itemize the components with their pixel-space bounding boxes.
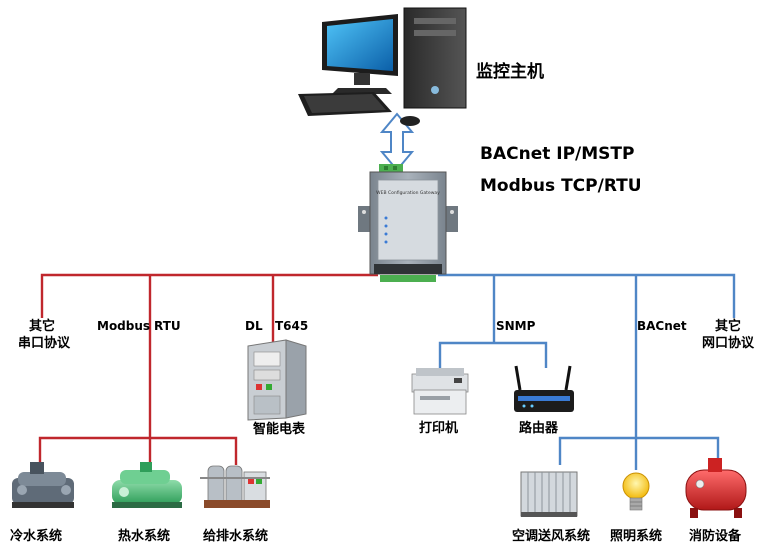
other-net-label-line1: 其它 (715, 318, 741, 334)
protocol-label-bacnet: BACnet IP/MSTP (480, 144, 634, 164)
snmp-label: SNMP (496, 319, 536, 333)
printer-label: 打印机 (419, 420, 458, 436)
hot-water-unit-icon (112, 462, 182, 508)
router-label: 路由器 (519, 420, 559, 436)
t645-label: T645 (275, 319, 308, 333)
cold-water-label: 冷水系统 (10, 528, 62, 544)
lighting-label: 照明系统 (610, 528, 662, 544)
dl-label: DL (245, 319, 263, 333)
other-serial-label-line2: 串口协议 (18, 335, 71, 351)
fire-equipment-label: 消防设备 (689, 528, 742, 544)
serial-bus-lines (38, 273, 378, 475)
hvac-label: 空调送风系统 (512, 528, 590, 544)
water-supply-pump-icon (200, 465, 270, 508)
monitor-host-computer-icon (298, 7, 467, 126)
smart-meter-label: 智能电表 (253, 421, 306, 437)
rtu-label: RTU (154, 319, 181, 333)
smart-meter-cabinet-icon (247, 339, 307, 421)
hot-water-label: 热水系统 (118, 528, 170, 544)
printer-icon (411, 368, 469, 415)
bacnet-label: BACnet (637, 319, 687, 333)
modbus-label: Modbus (97, 319, 150, 333)
gateway-device-icon (358, 164, 458, 282)
fire-equipment-tank-icon (685, 458, 747, 518)
other-net-label-line2: 网口协议 (702, 335, 755, 351)
protocol-label-modbus: Modbus TCP/RTU (480, 176, 642, 196)
water-supply-label: 给排水系统 (203, 528, 268, 544)
gateway-panel-text: WEB Configuration Gateway (376, 190, 440, 196)
hvac-air-supply-icon (520, 471, 578, 517)
network-bus-lines (438, 273, 736, 470)
router-icon (514, 365, 574, 412)
lighting-bulb-icon (622, 472, 650, 511)
cold-water-chiller-icon (12, 462, 74, 508)
other-serial-label-line1: 其它 (29, 318, 55, 334)
monitor-host-label: 监控主机 (476, 61, 544, 82)
